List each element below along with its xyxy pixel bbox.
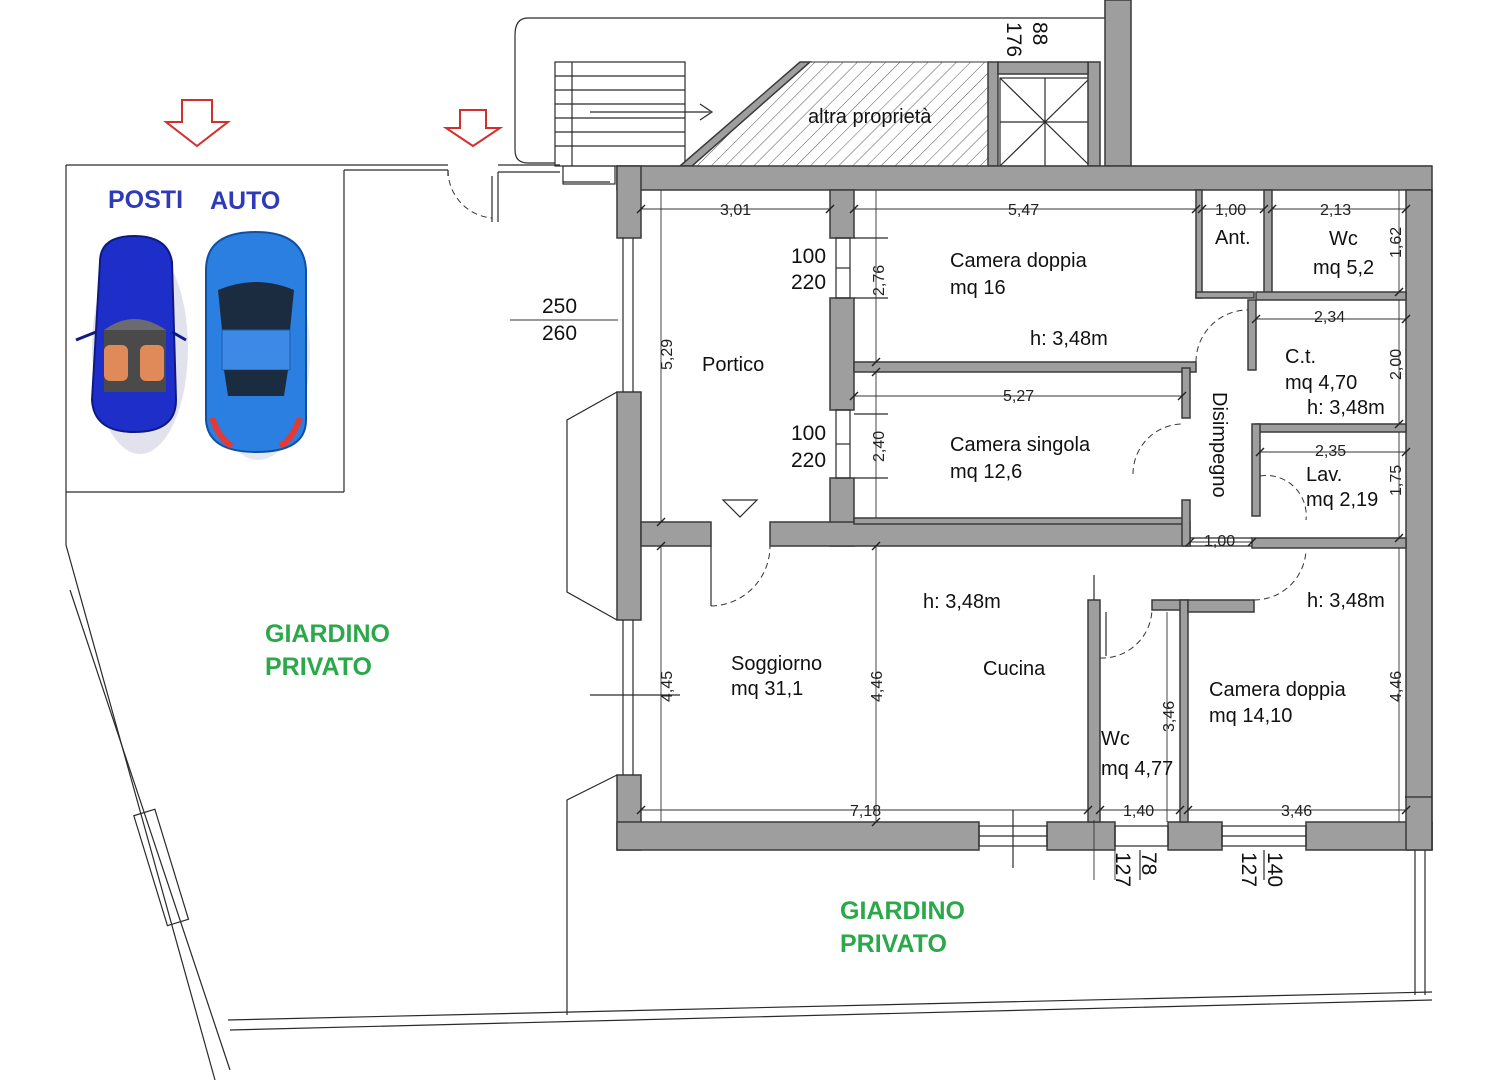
room-wc-2: Wc (1101, 728, 1130, 750)
room-wc-1: Wc (1329, 228, 1358, 250)
entrance-height: 260 (542, 322, 577, 345)
altra-proprieta-label: altra proprietà (808, 106, 932, 128)
dim-label: 4,46 (869, 671, 886, 702)
room-camera-singola: Camera singola (950, 434, 1091, 456)
car-convertible-icon (75, 234, 188, 454)
room-camera-doppia-1-area: mq 16 (950, 277, 1006, 299)
room-wc-1-area: mq 5,2 (1313, 257, 1374, 279)
parking-label-posti: POSTI (108, 186, 183, 214)
garden-south-line1: GIARDINO (840, 897, 965, 925)
dim-label: 3,01 (720, 202, 751, 219)
dim-label: 1,40 (1123, 803, 1154, 820)
dim-label: 1,00 (1215, 202, 1246, 219)
dim-label: 2,00 (1388, 349, 1405, 380)
room-portico: Portico (702, 354, 764, 376)
room-ct-height: h: 3,48m (1307, 397, 1385, 419)
dim-label: 3,46 (1161, 701, 1178, 732)
garden-west-line1: GIARDINO (265, 620, 390, 648)
door-width: 100 (791, 245, 826, 268)
room-soggiorno: Soggiorno (731, 653, 822, 675)
dim-label: 5,47 (1008, 202, 1039, 219)
room-soggiorno-height: h: 3,48m (923, 591, 1001, 613)
dim-label: 1,00 (1204, 533, 1235, 550)
room-lav: Lav. (1306, 464, 1342, 486)
door-height: 220 (791, 449, 826, 472)
entrance-width: 250 (542, 295, 577, 318)
dim-label: 7,18 (850, 803, 881, 820)
dim-label: 2,35 (1315, 443, 1346, 460)
stair-dim: 88 (1028, 22, 1051, 45)
site-outline (65, 164, 1433, 1080)
garden-west-line2: PRIVATO (265, 653, 372, 681)
window-dim: 127 (1111, 852, 1134, 887)
garden-south-line2: PRIVATO (840, 930, 947, 958)
parking-label-auto: AUTO (210, 187, 280, 215)
doors (566, 190, 1433, 880)
dim-label: 4,45 (659, 671, 676, 702)
room-ant: Ant. (1215, 227, 1251, 249)
dim-label: 1,62 (1388, 227, 1405, 258)
room-camera-doppia-1: Camera doppia (950, 250, 1088, 272)
room-camera-doppia-2-area: mq 14,10 (1209, 705, 1292, 727)
car-coupe-icon (205, 230, 310, 460)
window-dim: 140 (1263, 852, 1286, 887)
dim-label: 2,13 (1320, 202, 1351, 219)
room-camera-singola-area: mq 12,6 (950, 461, 1022, 483)
room-ct-area: mq 4,70 (1285, 372, 1357, 394)
door-height: 220 (791, 271, 826, 294)
dim-label: 1,75 (1388, 465, 1405, 496)
dim-label: 3,46 (1281, 803, 1312, 820)
window-dim: 78 (1137, 852, 1160, 875)
stair-dim: 176 (1002, 22, 1025, 57)
room-wc-2-area: mq 4,77 (1101, 758, 1173, 780)
entrance-arrow-icon (442, 109, 504, 148)
room-disimpegno: Disimpegno (1208, 392, 1230, 498)
door-width: 100 (791, 422, 826, 445)
room-soggiorno-area: mq 31,1 (731, 678, 803, 700)
room-camera-doppia-2-height: h: 3,48m (1307, 590, 1385, 612)
room-cucina: Cucina (983, 658, 1046, 680)
dim-label: 2,76 (871, 265, 888, 296)
room-lav-area: mq 2,19 (1306, 489, 1378, 511)
room-camera-doppia-2: Camera doppia (1209, 679, 1347, 701)
room-ct: C.t. (1285, 346, 1316, 368)
dim-label: 2,34 (1314, 309, 1345, 326)
dim-label: 4,46 (1388, 671, 1405, 702)
dim-label: 5,27 (1003, 388, 1034, 405)
dim-label: 2,40 (871, 431, 888, 462)
dim-label: 5,29 (659, 339, 676, 370)
dimension-lines (636, 190, 1411, 880)
staircase-area (514, 0, 1432, 185)
window-dim: 127 (1237, 852, 1260, 887)
room-camera-doppia-1-height: h: 3,48m (1030, 328, 1108, 350)
entrance-arrow-icon (163, 99, 231, 148)
